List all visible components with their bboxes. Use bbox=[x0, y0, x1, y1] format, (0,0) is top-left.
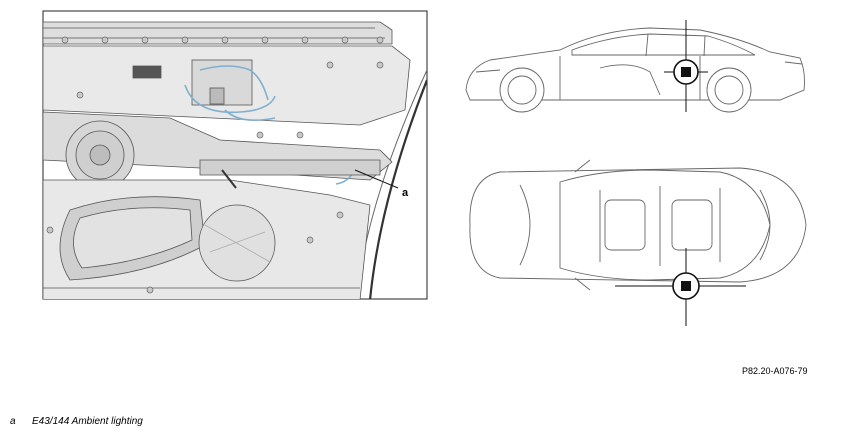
legend-text-a: E43/144 Ambient lighting bbox=[32, 416, 143, 427]
legend-key-a: a bbox=[10, 416, 16, 427]
vehicle-side-view bbox=[465, 20, 805, 113]
figure-id: P82.20-A076-79 bbox=[742, 366, 808, 376]
legend: a E43/144 Ambient lighting bbox=[10, 416, 143, 427]
vehicle-top-view bbox=[469, 159, 807, 326]
callout-a-label: a bbox=[402, 187, 409, 199]
door-panel-detail: a bbox=[42, 10, 428, 300]
